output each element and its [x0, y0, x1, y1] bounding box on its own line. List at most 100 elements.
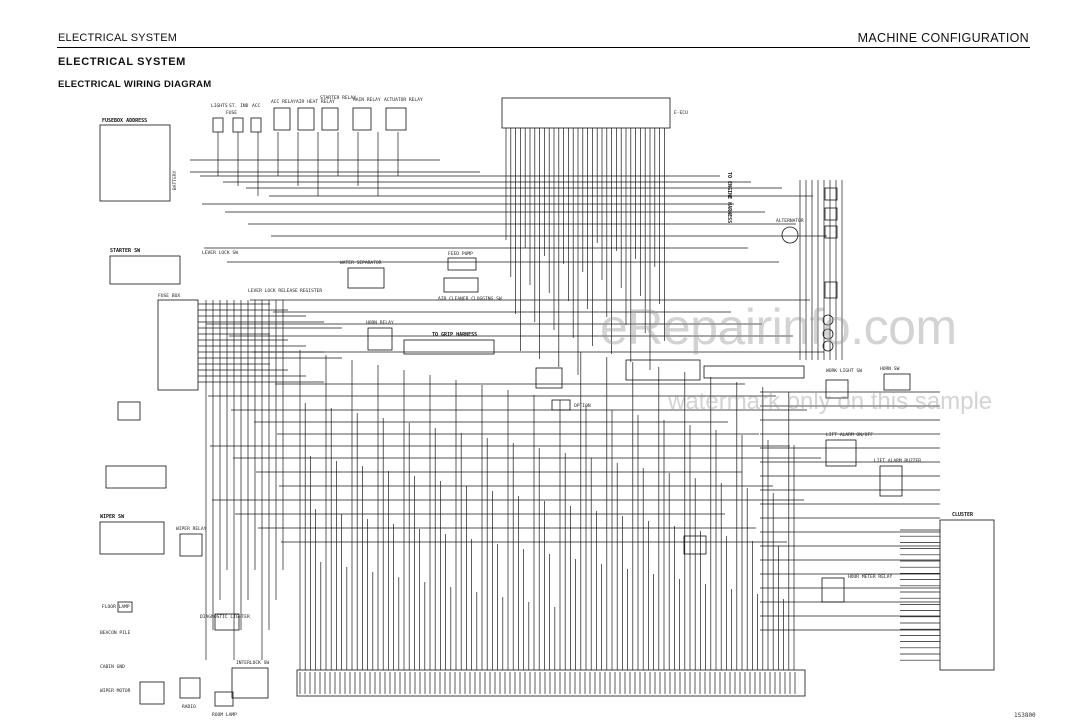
label-lights: LIGHTS — [211, 103, 228, 109]
lamp-3 — [822, 340, 834, 352]
feed-pump — [447, 257, 477, 271]
label-cluster: CLUSTER — [952, 512, 974, 518]
sensor-connector — [824, 281, 838, 299]
label-main-relay: MAIN RELAY — [353, 97, 381, 103]
watermark-secondary: watermark only on this sample — [668, 388, 993, 415]
label-actuator-relay: ACTUATOR RELAY — [384, 97, 423, 103]
label-horn-relay: HORN RELAY — [366, 320, 394, 326]
label-feed-pump: FEED PUMP — [448, 251, 473, 257]
engine-solenoid-2 — [824, 207, 838, 221]
label-e-ecu-top: E-ECU — [674, 110, 688, 116]
air-heat-relay — [297, 107, 315, 131]
hour-meter-relay — [821, 577, 845, 603]
label-wiper-relay: WIPER RELAY — [176, 526, 207, 532]
label-lever-lock-sw: LEVER LOCK SW — [202, 250, 238, 256]
right-connector — [703, 365, 805, 379]
label-wiper-sw: WIPER SW — [100, 514, 125, 520]
label-battery: BATTERY — [172, 170, 178, 190]
wire-network — [190, 128, 940, 694]
diagnostic-lighter — [214, 613, 240, 631]
main-relay — [352, 107, 372, 131]
label-room-lamp: ROOM LAMP — [212, 712, 237, 718]
label-floor-lamp: FLOOR LAMP — [102, 604, 130, 610]
label-interlock-sw: INTERLOCK SW — [236, 660, 269, 666]
label-starter-sw: STARTER SW — [110, 248, 141, 254]
acc-fuse — [250, 117, 262, 133]
label-starter-relay: STARTER RELAY — [320, 95, 356, 101]
label-acc-relay: ACC RELAY — [271, 99, 296, 105]
label-beacon-pile: BEACON PILE — [100, 630, 131, 636]
water-separator — [347, 267, 385, 289]
ecu-small-module — [683, 535, 707, 555]
label-fuse-box: FUSE BOX — [158, 293, 180, 299]
component-group — [99, 97, 995, 707]
label-hour-meter-relay: HOUR METER RELAY — [848, 574, 892, 580]
actuator-relay — [385, 107, 407, 131]
label-air-cleaner: AIR CLEANER CLOGGING SW — [438, 296, 502, 302]
interlock-module — [231, 667, 269, 699]
label-acc: ACC — [252, 103, 261, 109]
cluster-box — [939, 519, 995, 671]
label-cabin-gnd: CABIN GND — [100, 664, 125, 670]
watermark-primary: eRepairinfo.com — [600, 299, 957, 355]
lights-fuse — [212, 117, 224, 133]
horn-relay — [367, 327, 393, 351]
alternator — [781, 226, 799, 244]
label-diagnostic-lighter: DIAGNOSTIC LIGHTER — [200, 614, 250, 620]
option-connector — [551, 399, 571, 411]
diagram-label-group: LIGHTS ST. IND ACC FUSE ACC RELAY AIR HE… — [100, 95, 974, 718]
center-connector — [535, 367, 563, 389]
running-header-left: ELECTRICAL SYSTEM — [58, 32, 178, 44]
label-wiper-motor: WIPER MOTOR — [100, 688, 131, 694]
floor-lamp — [117, 601, 133, 613]
running-header-right: MACHINE CONFIGURATION — [857, 31, 1029, 45]
label-fusebox-address: FUSEBOX ADDRESS — [102, 118, 147, 124]
radio — [179, 677, 201, 699]
label-option: OPTION — [574, 403, 591, 409]
lamp-1 — [822, 314, 834, 326]
acc-relay — [273, 107, 291, 131]
label-fuse: FUSE — [226, 110, 237, 116]
label-water-separator: WATER SEPARATOR — [340, 260, 382, 266]
starter-relay — [321, 107, 339, 131]
wiper-relay — [179, 533, 203, 557]
label-to-grip-harness: TO GRIP HARNESS — [432, 332, 477, 338]
label-register: REGISTER — [300, 288, 322, 294]
horn-sw — [883, 373, 911, 391]
label-st-ind: ST. IND — [229, 103, 249, 109]
figure-number: 1S3800 — [1014, 712, 1036, 719]
air-cleaner-sw — [443, 277, 479, 293]
label-lever-lock-release: LEVER LOCK RELEASE — [248, 288, 298, 294]
grip-harness-connector — [403, 339, 495, 355]
label-air-heat-relay: AIR HEAT RELAY — [296, 99, 335, 105]
switch-block-1 — [117, 401, 141, 421]
label-lift-alarm: LIFT ALARM ON/OFF — [826, 432, 873, 438]
room-lamp — [214, 691, 234, 707]
st-ind-fuse — [232, 117, 244, 133]
engine-solenoid-1 — [824, 187, 838, 201]
label-work-light-sw: WORK LIGHT SW — [826, 368, 862, 374]
label-horn-sw: HORN SW — [880, 366, 900, 372]
starter-switch-table — [109, 255, 181, 285]
label-alternator: ALTERNATOR — [776, 218, 804, 224]
bottom-connector-strip — [296, 669, 806, 697]
work-light-sw — [825, 379, 849, 399]
lift-alarm-sw — [825, 439, 857, 467]
lift-alarm-buzzer — [879, 465, 903, 497]
ecu-connector-top — [501, 97, 671, 129]
wiper-motor — [139, 681, 165, 705]
e-ecu-connector — [625, 359, 701, 381]
diagram-subtitle: ELECTRICAL WIRING DIAGRAM — [58, 79, 212, 90]
engine-solenoid-3 — [824, 225, 838, 239]
wiper-sw-table — [99, 521, 165, 555]
switch-block-2 — [105, 465, 167, 489]
lamp-2 — [822, 328, 834, 340]
fusebox-address-table — [99, 124, 171, 202]
fuse-box — [157, 299, 199, 391]
label-radio: RADIO — [182, 704, 196, 710]
label-lift-alarm-buzzer: LIFT ALARM BUZZER — [874, 458, 921, 464]
header-rule — [57, 47, 1030, 48]
label-to-engine-harness: TO ENGINE HARNESS — [726, 172, 732, 223]
section-title: ELECTRICAL SYSTEM — [58, 56, 186, 68]
